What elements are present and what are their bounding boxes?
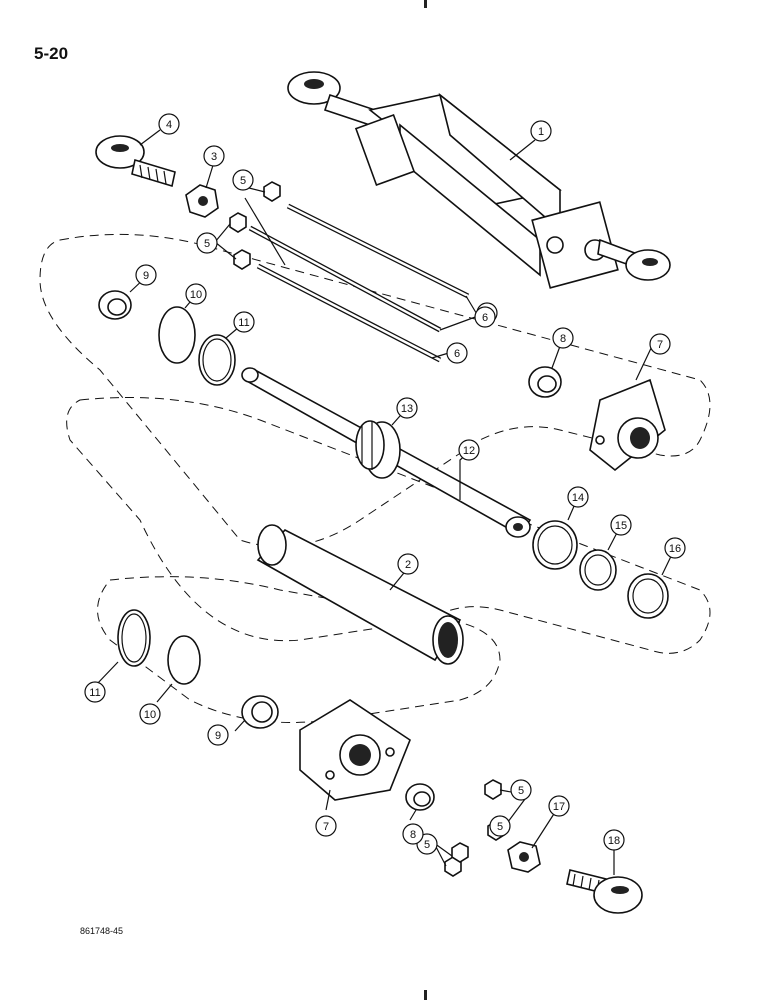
callout-label: 9 — [215, 730, 221, 742]
rod-end-eye-lower — [566, 869, 643, 914]
callout-label: 15 — [615, 520, 627, 532]
callout-label: 11 — [238, 317, 249, 329]
group-outline-middle — [66, 397, 711, 654]
callout-label: 5 — [240, 175, 246, 187]
callout-label: 5 — [497, 821, 503, 833]
jam-nut-lower — [507, 841, 541, 873]
callout-label: 5 — [518, 785, 524, 797]
rod-gland-lower — [299, 699, 411, 801]
page-number: 5-20 — [34, 44, 69, 63]
backup-ring-upper-inner — [202, 338, 232, 382]
callout-4: 4 — [158, 113, 180, 135]
wiper-seal-upper — [528, 366, 562, 398]
callout-6: 6 — [446, 342, 468, 364]
callout-6: 6 — [474, 306, 496, 328]
callout-label: 17 — [553, 801, 565, 813]
callout-label: 14 — [572, 492, 584, 504]
callout-5: 5 — [232, 169, 254, 191]
callout-7: 7 — [649, 333, 671, 355]
callout-label: 8 — [410, 829, 416, 841]
callout-label: 12 — [463, 445, 475, 457]
wear-ring-15-inner — [584, 554, 612, 586]
piston-ring-14-inner — [537, 525, 573, 565]
callout-13: 13 — [396, 397, 418, 419]
callout-label: 9 — [143, 270, 149, 282]
callout-17: 17 — [548, 795, 570, 817]
seal-ring-16-inner — [632, 578, 664, 614]
backup-ring-lower-inner — [121, 613, 147, 663]
document-code: 861748-45 — [80, 926, 124, 936]
backup-ring-upper — [198, 334, 236, 386]
callout-label: 8 — [560, 333, 566, 345]
seal-ring-16 — [627, 573, 669, 619]
piston — [355, 420, 401, 479]
callout-label: 5 — [424, 839, 430, 851]
callout-label: 3 — [211, 151, 217, 163]
registration-mark-bottom — [424, 990, 427, 1000]
callout-label: 6 — [482, 312, 488, 324]
callout-3: 3 — [203, 145, 225, 167]
callout-18: 18 — [603, 829, 625, 851]
jam-nut — [185, 184, 219, 218]
callout-7: 7 — [315, 815, 337, 837]
rod-seal-upper — [98, 290, 132, 320]
rod-gland-upper — [589, 378, 666, 472]
tie-rods — [248, 203, 470, 363]
callout-label: 10 — [190, 289, 202, 301]
callout-label: 11 — [89, 687, 100, 699]
callout-9: 9 — [135, 264, 157, 286]
callout-label: 7 — [657, 339, 663, 351]
callout-15: 15 — [610, 514, 632, 536]
callout-14: 14 — [567, 486, 589, 508]
callout-16: 16 — [664, 537, 686, 559]
callout-label: 1 — [538, 126, 544, 138]
callout-label: 6 — [454, 348, 460, 360]
rod-seal-lower — [241, 695, 279, 729]
callout-label: 10 — [144, 709, 156, 721]
callout-label: 2 — [405, 559, 411, 571]
piston-ring-14 — [532, 520, 578, 570]
group-outline-lower — [97, 576, 501, 723]
callout-5: 5 — [489, 815, 511, 837]
callout-label: 18 — [608, 835, 620, 847]
callout-5: 5 — [510, 779, 532, 801]
callout-8: 8 — [552, 327, 574, 349]
callout-2: 2 — [397, 553, 419, 575]
o-ring-upper — [158, 306, 196, 364]
callout-10: 10 — [185, 283, 207, 305]
callout-11: 11 — [233, 311, 255, 333]
callout-1: 1 — [530, 120, 552, 142]
callout-label: 4 — [166, 119, 172, 131]
callout-9: 9 — [207, 724, 229, 746]
cylinder-barrel — [256, 524, 464, 665]
callout-10: 10 — [139, 703, 161, 725]
callout-8: 8 — [402, 823, 424, 845]
backup-ring-lower — [117, 609, 151, 667]
callout-label: 13 — [401, 403, 413, 415]
rod-end-eye — [95, 135, 176, 188]
group-outline-upper — [39, 233, 711, 548]
callout-12: 12 — [458, 439, 480, 461]
callout-label: 16 — [669, 543, 681, 555]
o-ring-lower — [167, 635, 201, 685]
callout-11: 11 — [84, 681, 106, 703]
registration-mark-top — [424, 0, 427, 8]
wiper-seal-lower — [405, 783, 435, 811]
assembled-cylinder — [287, 71, 671, 289]
callout-label: 5 — [204, 238, 210, 250]
callout-label: 7 — [323, 821, 329, 833]
callout-5: 5 — [196, 232, 218, 254]
